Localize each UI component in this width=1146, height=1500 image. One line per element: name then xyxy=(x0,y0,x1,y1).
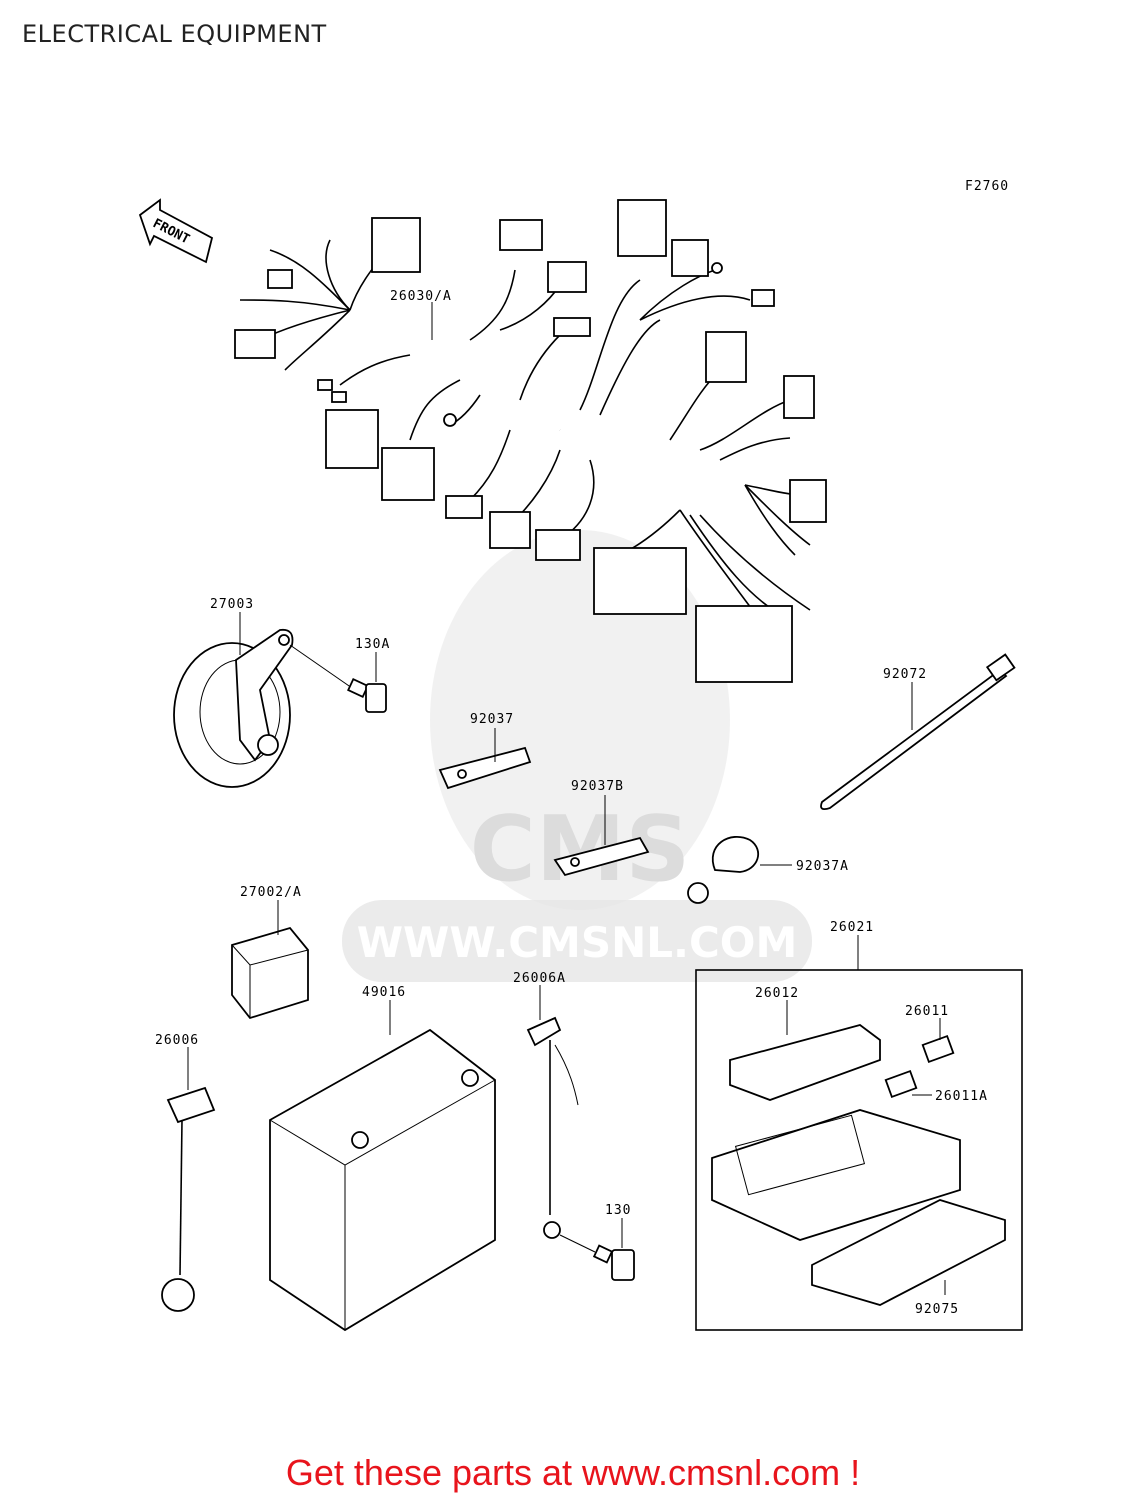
label-49016: 26012 xyxy=(755,986,799,1001)
terminal xyxy=(317,379,333,391)
label-92037a: 92037A xyxy=(796,859,849,874)
connector xyxy=(371,217,421,273)
connector xyxy=(267,269,293,289)
connector xyxy=(695,605,793,683)
connector xyxy=(751,289,775,307)
bolt-130a xyxy=(347,677,387,713)
front-arrow-icon: FRONT xyxy=(138,198,214,264)
relay xyxy=(231,926,309,1020)
connector xyxy=(325,409,379,469)
label-26011a: 26006 xyxy=(155,1033,199,1048)
horn xyxy=(173,628,294,788)
band-92037 xyxy=(438,746,532,790)
label-27003: 27003 xyxy=(210,597,254,612)
label-92037: 92037 xyxy=(470,712,514,727)
watermark-logo: CMS xyxy=(470,797,690,902)
connector xyxy=(617,199,667,257)
connector xyxy=(705,331,747,383)
label-26021: 26021 xyxy=(830,920,874,935)
connector xyxy=(535,529,581,561)
label-26030a: 26030/A xyxy=(390,289,452,304)
label-26006: 26011A xyxy=(935,1089,988,1104)
fuse-box-frame xyxy=(695,969,1023,1331)
terminal xyxy=(331,391,347,403)
connector xyxy=(499,219,543,251)
connector xyxy=(489,511,531,549)
label-92072: 92072 xyxy=(883,667,927,682)
label-92037b: 92037B xyxy=(571,779,624,794)
harness-connectors xyxy=(234,199,827,683)
label-26011: 26006A xyxy=(513,971,566,986)
band-92037b xyxy=(553,836,650,877)
figure-code: F2760 xyxy=(965,179,1009,194)
connector xyxy=(547,261,587,293)
battery xyxy=(269,1028,496,1332)
connector xyxy=(445,495,483,519)
label-130a: 130A xyxy=(355,637,390,652)
page-title: ELECTRICAL EQUIPMENT xyxy=(22,20,327,48)
connector xyxy=(789,479,827,523)
label-27002a: 27002/A xyxy=(240,885,302,900)
ring-terminal xyxy=(711,262,723,274)
parts-diagram: WWW.CMSNL.COM CMS F2760 FRONT xyxy=(138,179,1023,1332)
connector xyxy=(671,239,709,277)
label-130: 130 xyxy=(605,1203,631,1218)
fuse-box-parts xyxy=(711,1024,1006,1306)
connector xyxy=(381,447,435,501)
watermark-text: WWW.CMSNL.COM xyxy=(357,918,798,967)
ring-terminal xyxy=(443,413,457,427)
tie-band xyxy=(820,653,1016,811)
connector xyxy=(593,547,687,615)
footer-link[interactable]: Get these parts at www.cmsnl.com ! xyxy=(285,1452,861,1493)
bolt-130 xyxy=(559,1234,635,1281)
watermark-mascot-shape xyxy=(430,530,730,910)
watermark-banner xyxy=(342,900,812,982)
connector xyxy=(783,375,815,419)
connector xyxy=(234,329,276,359)
watermark: WWW.CMSNL.COM CMS xyxy=(342,530,812,982)
clamp-92037a xyxy=(687,835,760,904)
label-26012: 49016 xyxy=(362,985,406,1000)
label-92075: 92075 xyxy=(915,1302,959,1317)
label-26006a: 26011 xyxy=(905,1004,949,1019)
wire-harness xyxy=(239,239,811,621)
cable-26011 xyxy=(526,1016,579,1239)
connector xyxy=(553,317,591,337)
cable-26011a xyxy=(161,1086,216,1312)
